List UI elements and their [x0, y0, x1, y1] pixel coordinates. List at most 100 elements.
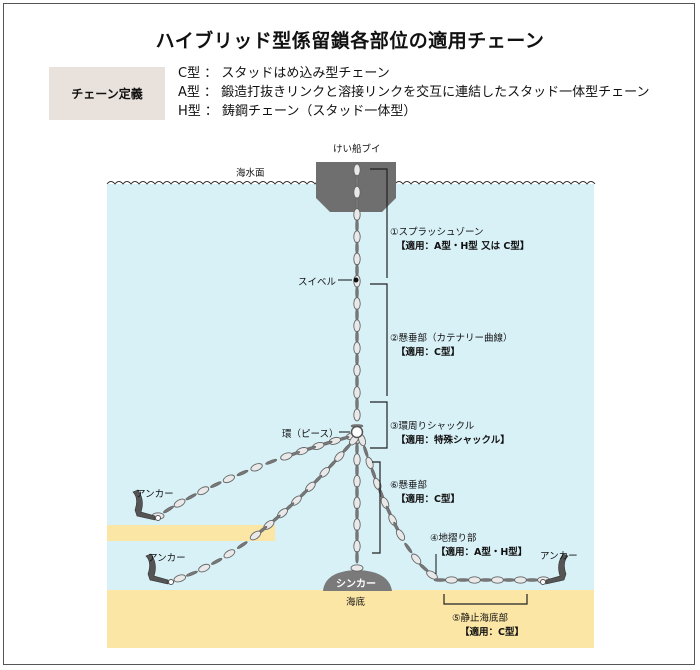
anchors [132, 489, 569, 585]
chain-link [445, 576, 458, 584]
seabed-main [107, 590, 594, 648]
zone-resting-name: ⑤静止海底部 [452, 613, 509, 624]
chain-link [353, 363, 361, 377]
chain-link [353, 185, 361, 199]
seabed-label: 海底 [346, 597, 366, 608]
zone-catenary-applied: 【適用：C型】 [396, 347, 460, 358]
buoy-label: けい船ブイ [333, 144, 381, 155]
diagram-title: ハイブリッド型係留鎖各部位の適用チェーン [155, 30, 545, 52]
chain-link [355, 174, 359, 188]
zone-brackets [370, 168, 528, 605]
chain-link [355, 308, 359, 322]
zone-shackle-name: ③環周りシャックル [390, 421, 475, 432]
chain-link [250, 463, 263, 472]
chain-link [355, 464, 359, 477]
anchor-icon [145, 553, 169, 585]
chain-link [353, 230, 361, 244]
chain-link [353, 252, 361, 266]
definition-h-type: H型 ： 鋳鋼チェーン（スタッド一体型） [178, 104, 417, 119]
zone-suspension-applied: 【適用：C型】 [396, 494, 460, 505]
chain-link [479, 578, 493, 582]
bracket-splash [370, 168, 388, 278]
chain-link [353, 496, 361, 510]
chain-link [355, 219, 359, 232]
anchor-shackle [168, 579, 174, 585]
anchor-left-lower [145, 553, 174, 585]
chain-link [355, 375, 359, 388]
chain-link [355, 197, 359, 210]
bracket-suspension [372, 461, 381, 554]
chain-link [456, 578, 470, 582]
sinker-block [323, 570, 392, 591]
chain-link [280, 452, 293, 461]
chain-link [163, 505, 174, 514]
chain-link [355, 352, 359, 366]
zone-ground-applied: 【適用：A型・H型】 [436, 547, 528, 558]
anchor-right [540, 553, 569, 585]
anchor-left-upper-label: アンカー [136, 489, 174, 500]
chain-link [514, 576, 527, 584]
chain-link [404, 542, 413, 554]
chain-link [355, 263, 359, 277]
chain-link [353, 474, 361, 488]
chain-link [355, 485, 359, 499]
chain-link [353, 518, 361, 532]
chain-link [355, 442, 359, 456]
chain-link [353, 341, 361, 355]
sea-water [107, 184, 594, 590]
chain-link [502, 578, 516, 582]
sea-surface-label: 海水面 [236, 168, 265, 179]
sinker-label: シンカー [336, 579, 376, 590]
chain-link [491, 576, 504, 584]
chain-link [353, 539, 361, 553]
chain-definition-list: C型 ： スタッドはめ込み型チェーン A型 ： 鍛造打抜きリンクと溶接リンクを交… [178, 64, 650, 121]
definition-c-type: C型 ： スタッドはめ込み型チェーン [178, 66, 390, 81]
chain-link [236, 541, 248, 549]
anchor-shackle [540, 579, 546, 585]
chain-link [355, 550, 359, 564]
chain-link [355, 397, 359, 411]
chain-link [426, 570, 438, 580]
anchor-left-lower-label: アンカー [148, 553, 186, 564]
bracket-catenary [370, 283, 388, 396]
chain-link [355, 330, 359, 344]
swivel-label: スイベル [298, 277, 337, 288]
zone-suspension-name: ⑥懸垂部 [390, 480, 428, 491]
chain-link [223, 549, 236, 559]
chain-link [353, 163, 361, 177]
zone-splash-applied: 【適用：A型・H型 又は C型】 [396, 241, 530, 252]
bracket-shackle [370, 401, 388, 449]
zone-ground-name: ④地摺り部 [430, 533, 477, 544]
definition-a-type: A型 ： 鍛造打抜きリンクと溶接リンクを交互に連結したスタッド一体型チェーン [178, 85, 650, 100]
chain-link [468, 576, 481, 584]
mooring-chains [151, 163, 562, 584]
anchor-left-upper [132, 489, 161, 521]
chain-link [525, 578, 539, 582]
ring-label: 環（ピース） [282, 429, 339, 440]
chain-link [353, 453, 361, 467]
chain-link [197, 486, 210, 496]
zone-catenary-name: ②懸垂部（カテナリー曲線） [390, 333, 513, 344]
chain-left-upper [151, 432, 359, 520]
chain-link [222, 474, 235, 484]
diagram-frame [3, 3, 695, 665]
chain-link [353, 208, 361, 221]
zone-splash-name: ①スプラッシュゾーン [390, 227, 484, 238]
chain-link [411, 553, 422, 565]
chain-link [355, 286, 359, 299]
chain-link [350, 564, 364, 572]
anchor-icon [132, 489, 156, 521]
anchor-right-label: アンカー [540, 551, 578, 562]
chain-link [433, 578, 447, 582]
chain-link [353, 319, 361, 333]
chain-link [395, 529, 406, 541]
ring-piece [350, 425, 364, 439]
bracket-resting [443, 594, 528, 605]
chain-link [198, 563, 211, 573]
chain-link [173, 498, 186, 508]
chain-link [249, 530, 262, 541]
chain-link [210, 481, 222, 488]
chain-link [185, 570, 198, 577]
chain-definition-heading: チェーン定義 [49, 67, 165, 120]
